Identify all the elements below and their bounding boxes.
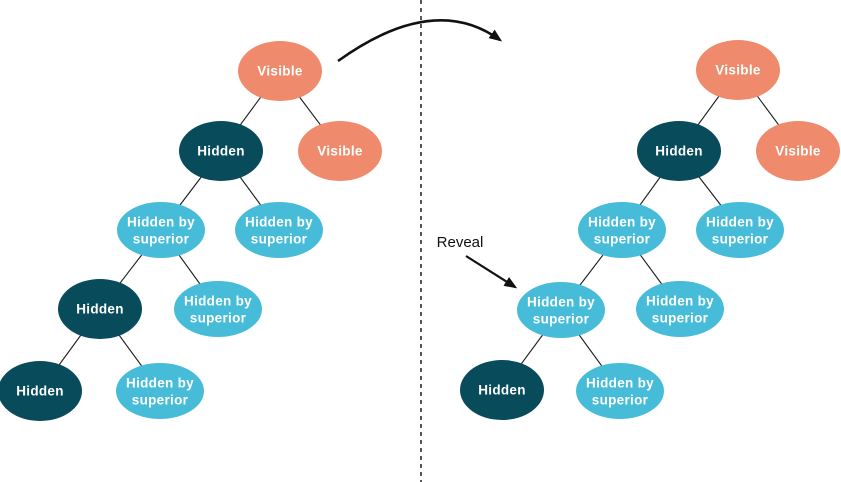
node-ellipse: [235, 202, 323, 258]
node-ellipse: [117, 202, 205, 258]
node-label: superior: [533, 312, 590, 327]
node-ellipse: [174, 281, 262, 337]
node-ellipse: [637, 121, 721, 181]
node-label: Hidden by: [646, 294, 714, 309]
tree-node-hidden-by-superior: Hidden by superior: [636, 281, 724, 337]
node-ellipse: [460, 360, 544, 420]
node-label: Hidden by: [245, 215, 313, 230]
tree-node-hidden: Hidden: [460, 360, 544, 420]
node-ellipse: [696, 40, 780, 100]
tree-node-hidden-by-superior: Hidden by superior: [578, 202, 666, 258]
node-ellipse: [298, 121, 382, 181]
tree-node-hidden: Hidden: [0, 361, 82, 421]
tree-node-hidden-by-superior: Hidden by superior: [117, 202, 205, 258]
tree-node-hidden-by-superior: Hidden by superior: [174, 281, 262, 337]
node-label: superior: [251, 232, 308, 247]
node-label: Visible: [775, 144, 821, 159]
node-label: Hidden by: [586, 376, 654, 391]
node-label: superior: [190, 311, 247, 326]
node-label: Hidden: [478, 383, 526, 398]
node-ellipse: [756, 121, 840, 181]
node-ellipse: [696, 202, 784, 258]
node-label: superior: [133, 232, 190, 247]
node-label: superior: [132, 393, 189, 408]
node-label: Hidden by: [527, 295, 595, 310]
node-label: Hidden by: [126, 376, 194, 391]
node-ellipse: [576, 363, 664, 419]
tree-node-visible: Visible: [238, 41, 322, 101]
node-ellipse: [116, 363, 204, 419]
tree-node-hidden-by-superior-revealed: Hidden by superior: [517, 282, 605, 338]
node-label: Hidden by: [706, 215, 774, 230]
node-label: Hidden by: [588, 215, 656, 230]
tree-node-visible: Visible: [298, 121, 382, 181]
node-ellipse: [58, 279, 142, 339]
reveal-arrow: [465, 255, 518, 289]
tree-node-visible: Visible: [696, 40, 780, 100]
tree-node-visible: Visible: [756, 121, 840, 181]
node-label: superior: [592, 393, 649, 408]
tree-node-hidden-by-superior: Hidden by superior: [235, 202, 323, 258]
tree-node-hidden: Hidden: [58, 279, 142, 339]
node-label: Visible: [257, 64, 303, 79]
node-label: Hidden by: [184, 294, 252, 309]
node-label: Hidden: [16, 384, 64, 399]
node-ellipse: [636, 281, 724, 337]
node-label: Hidden: [76, 302, 124, 317]
node-ellipse: [517, 282, 605, 338]
node-ellipse: [179, 121, 263, 181]
node-label: Hidden: [197, 144, 245, 159]
reveal-label: Reveal: [437, 234, 484, 251]
node-ellipse: [0, 361, 82, 421]
node-ellipse: [238, 41, 322, 101]
node-label: Visible: [317, 144, 363, 159]
node-label: superior: [652, 311, 709, 326]
node-label: Hidden by: [127, 215, 195, 230]
tree-node-hidden-by-superior: Hidden by superior: [576, 363, 664, 419]
tree-node-hidden: Hidden: [179, 121, 263, 181]
tree-node-hidden-by-superior: Hidden by superior: [116, 363, 204, 419]
transform-arrow: [337, 19, 503, 63]
tree-node-hidden: Hidden: [637, 121, 721, 181]
node-label: superior: [594, 232, 651, 247]
node-ellipse: [578, 202, 666, 258]
node-label: superior: [712, 232, 769, 247]
node-label: Visible: [715, 63, 761, 78]
tree-node-hidden-by-superior: Hidden by superior: [696, 202, 784, 258]
node-label: Hidden: [655, 144, 703, 159]
